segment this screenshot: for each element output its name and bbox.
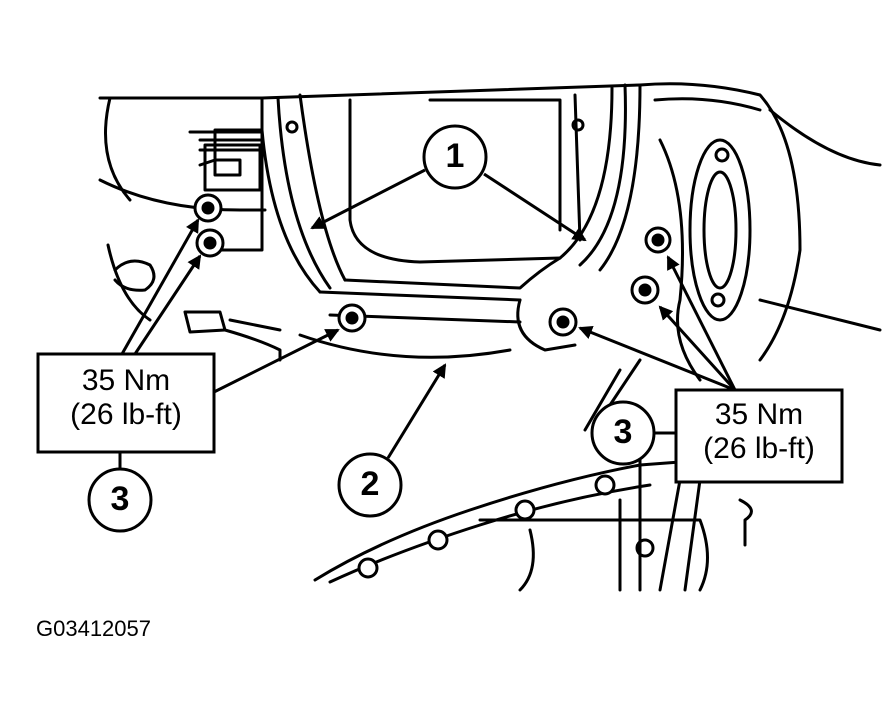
torque-spec-left-metric: 35 Nm: [81, 364, 171, 397]
leader-1-left: [310, 168, 426, 230]
leader-1-right: [483, 172, 587, 242]
spec-boxes: [36, 352, 844, 484]
leader-3-right-c: [578, 325, 736, 392]
leader-3-right-a: [666, 255, 737, 391]
leader-3-left-b: [133, 254, 202, 355]
callout-circle-2: [337, 452, 403, 518]
torque-spec-right: 35 Nm (26 lb-ft): [676, 398, 842, 466]
callout-3-left-number: 3: [110, 480, 130, 518]
bolts: [193, 193, 672, 579]
torque-spec-right-imperial: (26 lb-ft): [703, 432, 815, 465]
bolt-right-2: [630, 275, 660, 305]
spec-box-left: [36, 352, 216, 454]
spec-box-right: [674, 388, 844, 484]
torque-spec-right-metric: 35 Nm: [714, 398, 804, 431]
callout-1-number: 1: [445, 137, 465, 175]
bolt-center-left: [337, 303, 367, 333]
leader-2: [386, 363, 447, 459]
assembly-linework: [98, 82, 882, 592]
bolt-pan: [357, 474, 616, 579]
torque-spec-left-imperial: (26 lb-ft): [70, 398, 182, 431]
callout-3-right-number: 3: [613, 413, 633, 451]
bolt-upper-left-2: [195, 228, 225, 258]
bolt-right-1: [644, 226, 672, 254]
callout-2-number: 2: [360, 465, 380, 503]
bolt-center-right: [548, 307, 578, 337]
leader-3-left-a: [120, 218, 200, 355]
leader-lines: [118, 168, 737, 469]
leader-3-right-b: [658, 305, 737, 392]
torque-spec-left: 35 Nm (26 lb-ft): [38, 364, 214, 432]
figure-id: G03412057: [36, 616, 151, 641]
bolt-upper-left-1: [193, 193, 223, 223]
callout-circles: [87, 124, 656, 533]
leader-3-left-c: [213, 328, 340, 394]
callout-circle-1: [422, 124, 488, 190]
